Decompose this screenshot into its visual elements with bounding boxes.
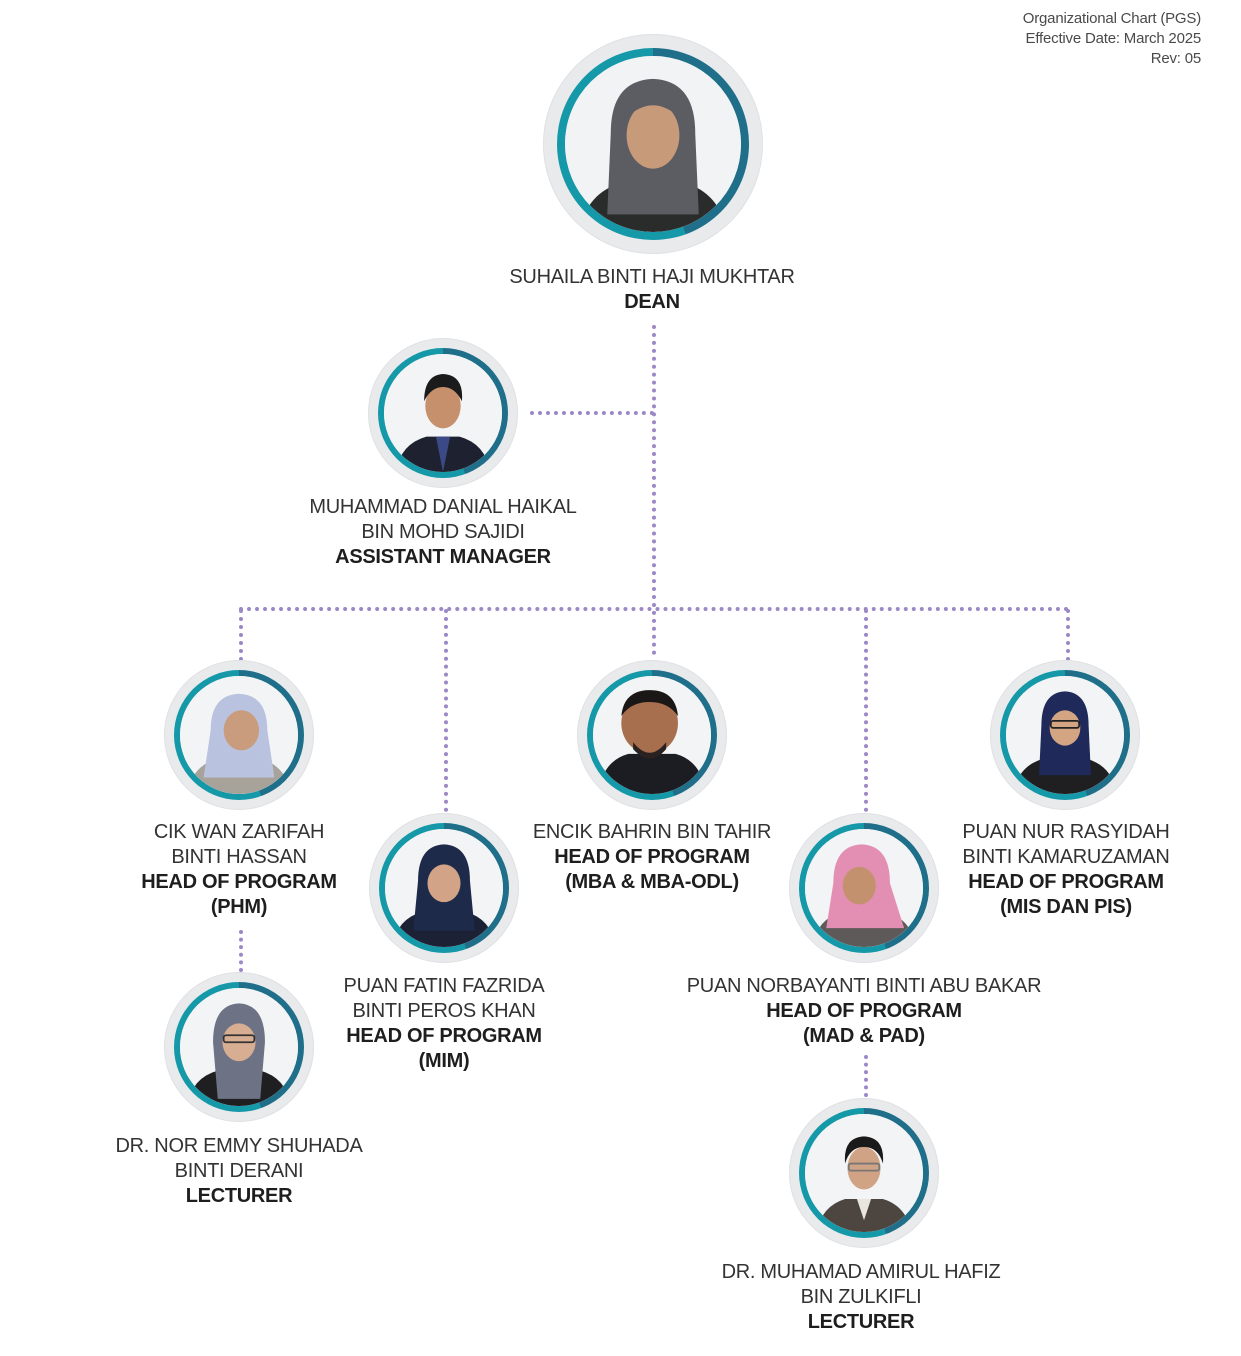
connector-lecturer-phm <box>239 930 243 972</box>
assistant-manager-label: MUHAMMAD DANIAL HAIKAL BIN MOHD SAJIDI A… <box>309 495 576 570</box>
lecturer-mad-role: LECTURER <box>807 1311 915 1333</box>
chart-title: Organizational Chart (PGS) <box>1022 10 1201 27</box>
hop-mis-role: HEAD OF PROGRAM <box>968 871 1164 893</box>
connector-hop-mis <box>1066 609 1070 661</box>
hop-mba-name: ENCIK BAHRIN BIN TAHIR <box>532 821 772 843</box>
hop-mad-avatar <box>789 813 939 963</box>
connector-hop-mim <box>444 609 448 812</box>
hop-mad-role: HEAD OF PROGRAM <box>766 1000 962 1022</box>
hop-phm-label: CIK WAN ZARIFAH BINTI HASSAN HEAD OF PRO… <box>141 820 337 920</box>
hop-mad-program: (MAD & PAD) <box>803 1025 925 1047</box>
hop-mis-label: PUAN NUR RASYIDAH BINTI KAMARUZAMAN HEAD… <box>962 820 1169 920</box>
hop-phm-avatar <box>164 660 314 810</box>
hop-phm-name-line2: BINTI HASSAN <box>171 846 307 868</box>
connector-hop-bus <box>239 607 1069 611</box>
hop-mba-role: HEAD OF PROGRAM <box>554 846 750 868</box>
hop-mim-label: PUAN FATIN FAZRIDA BINTI PEROS KHAN HEAD… <box>344 974 545 1074</box>
portrait-icon <box>385 829 503 947</box>
hop-mim-avatar <box>369 813 519 963</box>
lecturer-mad-label: DR. MUHAMAD AMIRUL HAFIZ BIN ZULKIFLI LE… <box>722 1260 1001 1335</box>
lecturer-phm-role: LECTURER <box>185 1185 293 1207</box>
lecturer-phm-avatar <box>164 972 314 1122</box>
lecturer-phm-name-line2: BINTI DERANI <box>174 1160 304 1182</box>
hop-mad-name: PUAN NORBAYANTI BINTI ABU BAKAR <box>686 975 1042 997</box>
lecturer-phm-label: DR. NOR EMMY SHUHADA BINTI DERANI LECTUR… <box>116 1134 363 1209</box>
connector-hop-phm <box>239 609 243 661</box>
portrait-icon <box>180 676 298 794</box>
hop-mad-label: PUAN NORBAYANTI BINTI ABU BAKAR HEAD OF … <box>686 974 1042 1049</box>
hop-mis-avatar <box>990 660 1140 810</box>
lecturer-mad-name-line1: DR. MUHAMAD AMIRUL HAFIZ <box>721 1261 1001 1283</box>
effective-date: Effective Date: March 2025 <box>1025 30 1202 47</box>
connector-lecturer-mad <box>864 1055 868 1097</box>
dean-role: DEAN <box>624 291 680 313</box>
hop-mim-role: HEAD OF PROGRAM <box>346 1025 542 1047</box>
lecturer-mad-name-line2: BIN ZULKIFLI <box>800 1286 922 1308</box>
portrait-icon <box>593 676 711 794</box>
portrait-icon <box>1006 676 1124 794</box>
assistant-manager-name-line1: MUHAMMAD DANIAL HAIKAL <box>309 496 577 518</box>
hop-phm-role: HEAD OF PROGRAM <box>141 871 337 893</box>
hop-mis-name-line1: PUAN NUR RASYIDAH <box>962 821 1170 843</box>
portrait-icon <box>384 354 502 472</box>
chart-meta: Organizational Chart (PGS) Effective Dat… <box>1023 9 1201 69</box>
lecturer-phm-name-line1: DR. NOR EMMY SHUHADA <box>115 1135 363 1157</box>
hop-mba-label: ENCIK BAHRIN BIN TAHIR HEAD OF PROGRAM (… <box>532 820 772 895</box>
dean-label: SUHAILA BINTI HAJI MUKHTAR DEAN <box>509 265 795 315</box>
hop-mim-name-line2: BINTI PEROS KHAN <box>352 1000 536 1022</box>
portrait-icon <box>805 1114 923 1232</box>
hop-phm-name-line1: CIK WAN ZARIFAH <box>153 821 325 843</box>
assistant-manager-name-line2: BIN MOHD SAJIDI <box>361 521 525 543</box>
hop-mis-name-line2: BINTI KAMARUZAMAN <box>962 846 1170 868</box>
revision: Rev: 05 <box>1150 50 1201 67</box>
portrait-icon <box>565 56 741 232</box>
portrait-icon <box>805 829 923 947</box>
assistant-manager-avatar <box>368 338 518 488</box>
hop-mim-program: (MIM) <box>418 1050 470 1072</box>
hop-phm-program: (PHM) <box>210 896 268 918</box>
dean-avatar <box>543 34 763 254</box>
hop-mim-name-line1: PUAN FATIN FAZRIDA <box>343 975 545 997</box>
assistant-manager-role: ASSISTANT MANAGER <box>335 546 551 568</box>
connector-assistant-manager <box>530 411 654 415</box>
hop-mis-program: (MIS DAN PIS) <box>1000 896 1132 918</box>
connector-hop-mad <box>864 609 868 812</box>
lecturer-mad-avatar <box>789 1098 939 1248</box>
hop-mba-program: (MBA & MBA-ODL) <box>565 871 739 893</box>
dean-name: SUHAILA BINTI HAJI MUKHTAR <box>509 266 795 288</box>
connector-dean-trunk <box>652 325 656 655</box>
hop-mba-avatar <box>577 660 727 810</box>
portrait-icon <box>180 988 298 1106</box>
